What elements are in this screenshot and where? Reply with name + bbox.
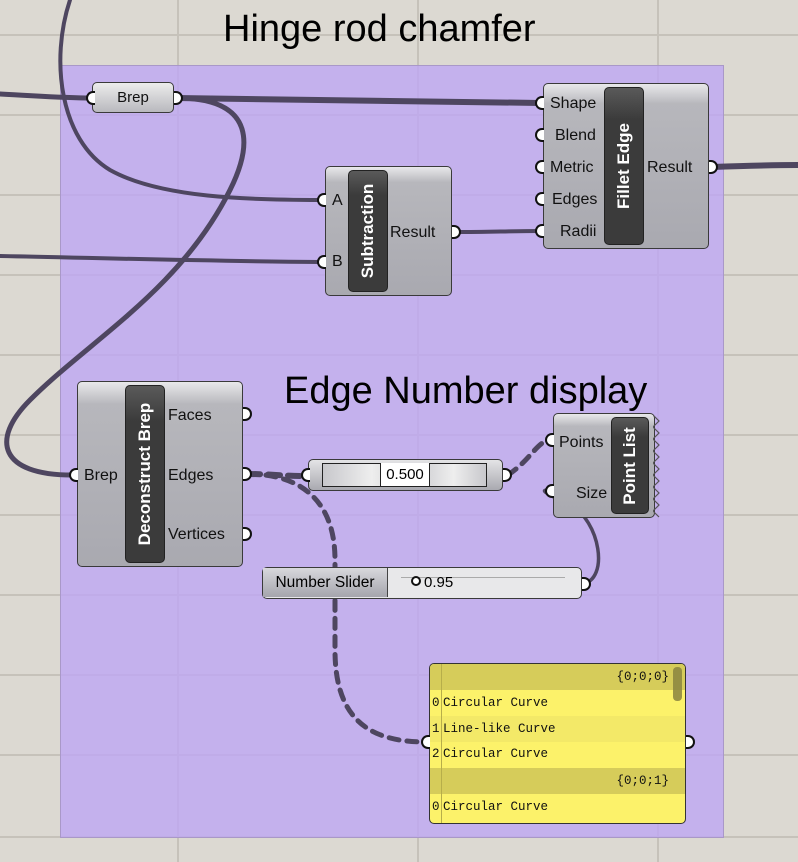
row-index: 2 xyxy=(432,747,440,761)
panel-row: 0 Circular Curve xyxy=(430,794,685,820)
row-text: Line-like Curve xyxy=(443,722,556,736)
panel[interactable]: {0;0;0} 0 Circular Curve 1 Line-like Cur… xyxy=(429,663,686,824)
grid-line xyxy=(0,34,798,36)
output-result-label: Result xyxy=(647,159,693,176)
output-vertices-label: Vertices xyxy=(168,526,225,543)
input-points-label: Points xyxy=(559,434,604,451)
subtraction-output-grip[interactable] xyxy=(452,225,461,239)
brep-input-grip[interactable] xyxy=(86,91,95,105)
point-list-input-points-grip[interactable] xyxy=(545,433,554,447)
output-edges-label: Edges xyxy=(168,467,214,484)
subtraction-input-b-grip[interactable] xyxy=(317,255,326,269)
output-faces-label: Faces xyxy=(168,407,212,424)
panel-row: 0 Circular Curve xyxy=(430,690,685,716)
scribble-edge-number-display: Edge Number display xyxy=(284,370,648,412)
evaluate-input-grip[interactable] xyxy=(301,468,310,482)
row-index: 1 xyxy=(432,722,440,736)
point-list-title: Point List xyxy=(620,426,639,505)
slider-value: 0.95 xyxy=(424,574,454,591)
row-text: Circular Curve xyxy=(443,800,549,814)
subtraction-input-a-grip[interactable] xyxy=(317,193,326,207)
point-list-component[interactable]: Points Size Point List xyxy=(553,413,655,518)
input-b-label: B xyxy=(332,253,343,270)
fillet-input-blend-grip[interactable] xyxy=(535,128,544,142)
deconstruct-brep-title: Deconstruct Brep xyxy=(135,402,154,546)
input-metric-label: Metric xyxy=(550,159,594,176)
slider-output-grip[interactable] xyxy=(582,577,591,591)
deconstruct-output-vertices-grip[interactable] xyxy=(243,527,252,541)
panel-output-grip[interactable] xyxy=(686,735,695,749)
evaluate-output-grip[interactable] xyxy=(503,468,512,482)
deconstruct-brep-component[interactable]: Brep Deconstruct Brep Faces Edges Vertic… xyxy=(77,381,243,567)
point-list-input-size-grip[interactable] xyxy=(545,484,554,498)
point-list-nickname: Point List xyxy=(611,417,649,514)
parameter-value: 0.500 xyxy=(380,463,430,486)
fillet-input-radii-grip[interactable] xyxy=(535,224,544,238)
deconstruct-input-brep-grip[interactable] xyxy=(69,468,78,482)
row-index: 0 xyxy=(432,800,440,814)
row-text: Circular Curve xyxy=(443,696,549,710)
slider-handle[interactable] xyxy=(411,576,421,586)
input-brep-label: Brep xyxy=(84,467,118,484)
deconstruct-output-faces-grip[interactable] xyxy=(243,407,252,421)
brep-parameter-label: Brep xyxy=(117,89,149,106)
parameter-field[interactable]: 0.500 xyxy=(322,463,487,487)
input-radii-label: Radii xyxy=(560,223,597,240)
panel-row: 1 Line-like Curve xyxy=(430,716,685,742)
zigzag-edge-icon xyxy=(653,414,660,518)
input-edges-label: Edges xyxy=(552,191,598,208)
subtraction-title: Subtraction xyxy=(358,183,377,279)
subtraction-component[interactable]: A B Subtraction Result xyxy=(325,166,452,296)
row-text: Circular Curve xyxy=(443,747,549,761)
fillet-edge-nickname: Fillet Edge xyxy=(604,87,644,245)
panel-branch-header: {0;0;1} xyxy=(430,768,685,794)
brep-output-grip[interactable] xyxy=(174,91,183,105)
wire-fillet-result-out xyxy=(709,162,798,170)
group-title: Hinge rod chamfer xyxy=(223,8,536,50)
output-result-label: Result xyxy=(390,224,436,241)
panel-index-gutter xyxy=(441,664,442,823)
input-size-label: Size xyxy=(576,485,608,502)
slider-label: Number Slider xyxy=(263,568,388,597)
subtraction-nickname: Subtraction xyxy=(348,170,388,292)
deconstruct-output-edges-grip[interactable] xyxy=(243,467,252,481)
brep-parameter[interactable]: Brep xyxy=(92,82,174,113)
input-shape-label: Shape xyxy=(550,95,597,112)
fillet-edge-title: Fillet Edge xyxy=(614,123,633,209)
panel-row: 2 Circular Curve xyxy=(430,741,685,767)
input-blend-label: Blend xyxy=(555,127,596,144)
row-index: 0 xyxy=(432,696,440,710)
fillet-edge-component[interactable]: Shape Blend Metric Edges Radii Fillet Ed… xyxy=(543,83,709,249)
deconstruct-brep-nickname: Deconstruct Brep xyxy=(125,385,165,563)
evaluate-curve-component[interactable]: 0.500 xyxy=(308,459,503,491)
number-slider[interactable]: Number Slider 0.95 xyxy=(262,567,582,599)
fillet-input-edges-grip[interactable] xyxy=(535,192,544,206)
fillet-output-grip[interactable] xyxy=(709,160,718,174)
panel-branch-header: {0;0;0} xyxy=(430,664,685,690)
panel-input-grip[interactable] xyxy=(421,735,430,749)
fillet-input-metric-grip[interactable] xyxy=(535,160,544,174)
input-a-label: A xyxy=(332,192,343,209)
slider-track[interactable] xyxy=(401,577,565,578)
panel-scrollbar[interactable] xyxy=(673,667,682,701)
fillet-input-shape-grip[interactable] xyxy=(535,96,544,110)
